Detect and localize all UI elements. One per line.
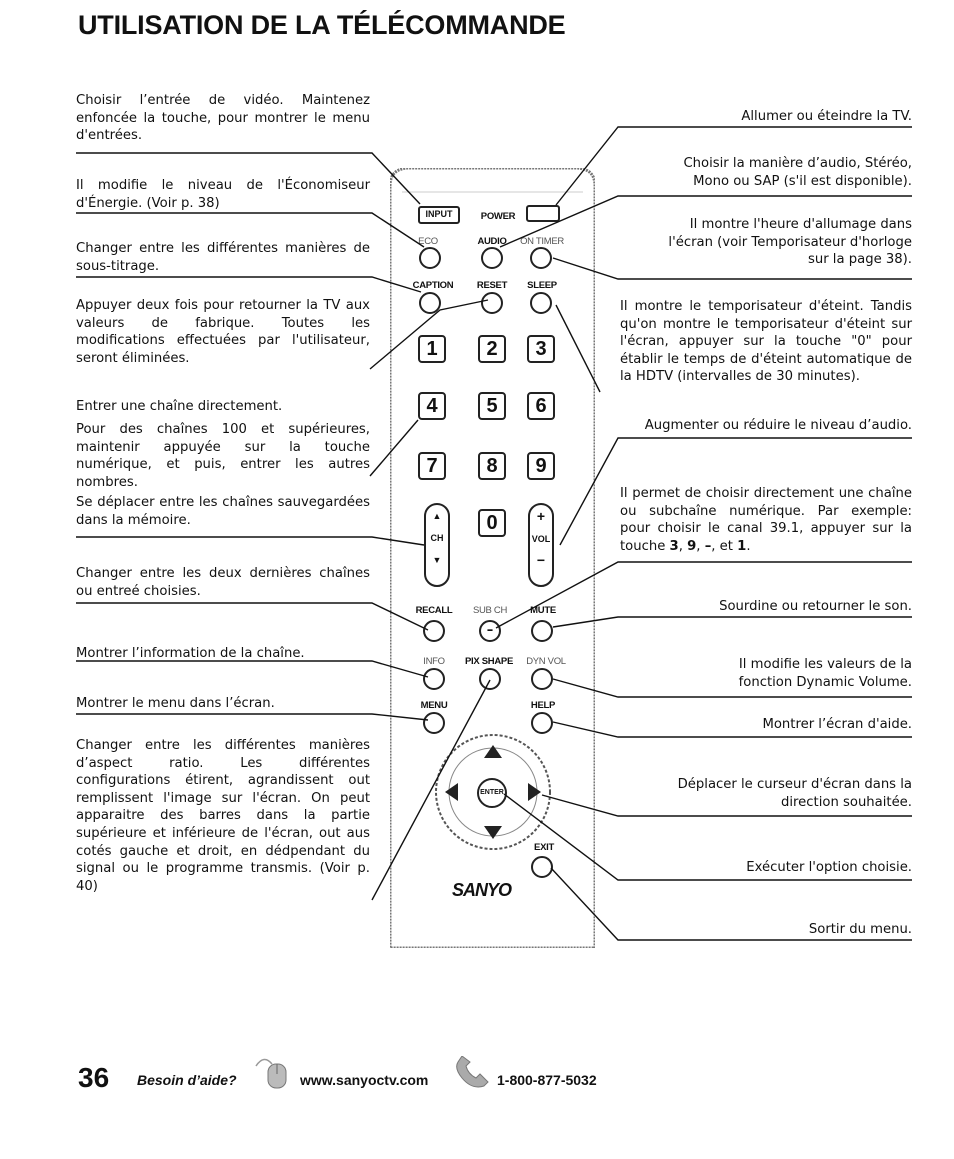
recall-button[interactable] xyxy=(423,620,445,642)
desc-audio: Choisir la manière d’audio, Stéréo, Mono… xyxy=(683,156,912,189)
digit-2-button[interactable]: 2 xyxy=(478,335,506,363)
input-button[interactable]: INPUT xyxy=(418,206,460,224)
page-number: 36 xyxy=(78,1062,110,1093)
page-title: UTILISATION DE LA TÉLÉCOMMANDE xyxy=(78,10,566,40)
desc-power: Allumer ou éteindre la TV. xyxy=(741,109,912,124)
eco-button[interactable] xyxy=(419,247,441,269)
eco-label: ECO xyxy=(418,236,438,247)
caption-label: CAPTION xyxy=(412,280,454,291)
digit-0-button[interactable]: 0 xyxy=(478,509,506,537)
phone-icon xyxy=(456,1056,489,1088)
reset-label: RESET xyxy=(476,280,508,291)
ch-label: CH xyxy=(430,533,444,543)
mute-button[interactable] xyxy=(531,620,553,642)
power-button[interactable] xyxy=(526,205,560,222)
ontimer-button[interactable] xyxy=(530,247,552,269)
audio-label: AUDIO xyxy=(477,236,507,247)
website-link[interactable]: www.sanyoctv.com xyxy=(300,1072,429,1088)
desc-pixshape: Changer entre les différentes manières d… xyxy=(76,738,370,894)
desc-reset: Appuyer deux fois pour retourner la TV a… xyxy=(76,298,370,366)
caption-button[interactable] xyxy=(419,292,441,314)
desc-vol: Augmenter ou réduire le niveau d’audio. xyxy=(644,418,912,433)
desc-help: Montrer l’écran d'aide. xyxy=(762,717,912,732)
digit-6-button[interactable]: 6 xyxy=(527,392,555,420)
desc-exit: Sortir du menu. xyxy=(808,922,912,937)
desc-channel-direct: Entrer une chaîne directement. xyxy=(76,399,283,414)
pixshape-label: PIX SHAPE xyxy=(465,656,513,667)
phone-number: 1-800-877-5032 xyxy=(497,1072,597,1088)
help-label: HELP xyxy=(530,700,556,711)
desc-sleep: Il montre le temporisateur d'éteint. Tan… xyxy=(620,299,912,385)
exit-button[interactable] xyxy=(531,856,553,878)
exit-label: EXIT xyxy=(534,842,554,853)
dynvol-button[interactable] xyxy=(531,668,553,690)
volume-rocker[interactable]: + VOL − xyxy=(528,503,554,587)
recall-label: RECALL xyxy=(415,605,453,616)
sleep-button[interactable] xyxy=(530,292,552,314)
desc-caption: Changer entre les différentes manières d… xyxy=(76,241,370,274)
desc-arrows: Déplacer le curseur d'écran dans la dire… xyxy=(677,777,912,810)
menu-button[interactable] xyxy=(423,712,445,734)
digit-5-button[interactable]: 5 xyxy=(478,392,506,420)
menu-label: MENU xyxy=(420,700,448,711)
desc-info: Montrer l’information de la chaîne. xyxy=(76,646,305,661)
channel-rocker[interactable]: ▲ CH ▼ xyxy=(424,503,450,587)
reset-button[interactable] xyxy=(481,292,503,314)
desc-mute: Sourdine ou retourner le son. xyxy=(719,599,912,614)
info-label: INFO xyxy=(423,656,445,667)
desc-channel-100: Pour des chaînes 100 et supérieures, mai… xyxy=(76,422,370,490)
desc-eco: Il modifie le niveau de l'Économiseur d'… xyxy=(76,178,370,211)
digit-1-button[interactable]: 1 xyxy=(418,335,446,363)
digit-3-button[interactable]: 3 xyxy=(527,335,555,363)
desc-input: Choisir l’entrée de vidéo. Maintenez enf… xyxy=(76,93,370,144)
subch-label: SUB CH xyxy=(472,605,508,616)
desc-ontimer: Il montre l'heure d'allumage dans l'écra… xyxy=(668,217,912,268)
info-button[interactable] xyxy=(423,668,445,690)
vol-label: VOL xyxy=(531,534,551,544)
desc-subch: Il permet de choisir directement une cha… xyxy=(620,486,912,554)
desc-menu: Montrer le menu dans l’écran. xyxy=(76,696,275,711)
desc-dynvol: Il modifie les valeurs de la fonction Dy… xyxy=(738,657,912,690)
pixshape-button[interactable] xyxy=(479,668,501,690)
ch-down-icon: ▼ xyxy=(432,555,442,565)
digit-9-button[interactable]: 9 xyxy=(527,452,555,480)
subch-button[interactable]: – xyxy=(479,620,501,642)
desc-ch: Se déplacer entre les chaînes sauvegardé… xyxy=(76,495,370,528)
dynvol-label: DYN VOL xyxy=(526,656,566,667)
help-text: Besoin d’aide? xyxy=(137,1072,237,1088)
mute-label: MUTE xyxy=(530,605,556,616)
ontimer-label: ON TIMER xyxy=(520,236,564,247)
digit-7-button[interactable]: 7 xyxy=(418,452,446,480)
sanyo-logo: SANYO xyxy=(452,880,512,900)
vol-plus-icon: + xyxy=(536,508,546,524)
desc-recall: Changer entre les deux dernières chaînes… xyxy=(76,566,370,599)
mouse-icon xyxy=(255,1058,287,1089)
power-label: POWER xyxy=(480,211,516,222)
vol-minus-icon: − xyxy=(536,552,546,568)
enter-button[interactable]: ENTER xyxy=(477,778,507,808)
ch-up-icon: ▲ xyxy=(432,511,442,521)
digit-8-button[interactable]: 8 xyxy=(478,452,506,480)
digit-4-button[interactable]: 4 xyxy=(418,392,446,420)
desc-enter: Exécuter l'option choisie. xyxy=(746,860,912,875)
help-button[interactable] xyxy=(531,712,553,734)
sleep-label: SLEEP xyxy=(527,280,557,291)
audio-button[interactable] xyxy=(481,247,503,269)
